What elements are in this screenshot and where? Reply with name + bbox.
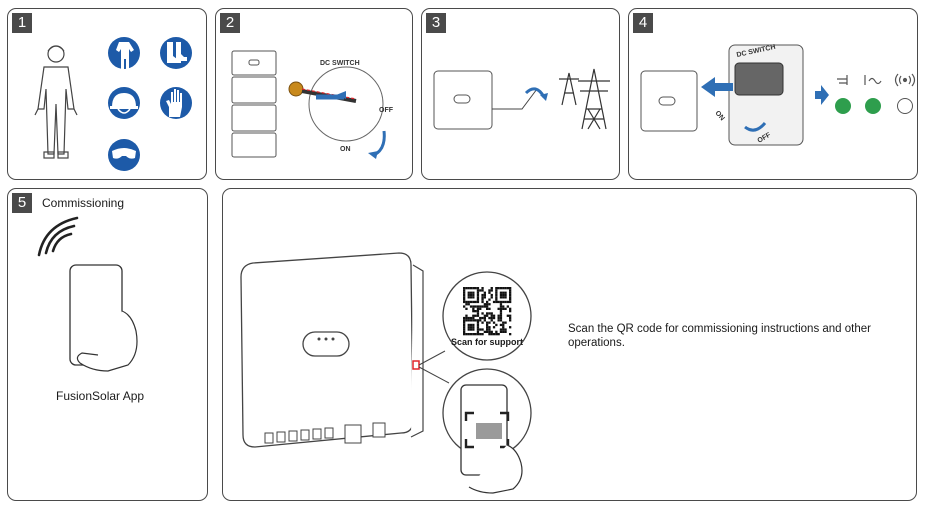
safety-boots-icon: [160, 37, 192, 69]
led-grid-green: [865, 98, 881, 114]
step-number: 2: [220, 13, 240, 33]
inverter-icon: [433, 70, 493, 130]
step-number: 1: [12, 13, 32, 33]
goggles-icon: [108, 139, 140, 171]
protective-suit-icon: [108, 37, 140, 69]
led-pv-green: [835, 98, 851, 114]
inverter-icon: [240, 252, 424, 448]
step-1-panel: 1: [7, 8, 207, 180]
grid-indicator-icon: [864, 75, 882, 85]
worker-icon: [34, 45, 78, 159]
hand-icon: [76, 310, 138, 372]
commissioning-title: Commissioning: [42, 196, 125, 210]
step-3-panel: 3: [421, 8, 620, 180]
rotate-arrow-icon: [373, 130, 386, 157]
qr-instructions: Scan the QR code for commissioning instr…: [568, 323, 871, 349]
gloves-icon: [160, 87, 192, 119]
step-number: 4: [633, 13, 653, 33]
pull-arrow-icon: [701, 77, 733, 97]
step-4-panel: 4 DC SWITCH ON OFF: [628, 8, 918, 180]
inverter-icon: [640, 70, 698, 132]
qr-label: Scan for support: [450, 337, 523, 347]
switch-on-label: ON: [713, 110, 725, 123]
step-number: 3: [426, 13, 446, 33]
wifi-icon: [37, 216, 79, 257]
helmet-icon: [108, 87, 140, 119]
transmission-tower-icon: [559, 68, 610, 130]
switch-off-label: OFF: [379, 107, 394, 114]
scan-frame-icon: [464, 411, 510, 449]
ppe-illustration: [34, 37, 192, 171]
double-arrow-icon: [815, 85, 829, 105]
app-name: FusionSolar App: [56, 389, 145, 403]
step-5-panel: 5 Commissioning FusionSolar App: [7, 188, 208, 501]
switch-on-label: ON: [340, 146, 351, 153]
qr-support-panel: Scan for support Scan the QR code for co…: [222, 188, 917, 501]
hand-icon: [468, 444, 523, 494]
dc-switch-illustration: DC SWITCH OFF ON: [231, 50, 394, 159]
comm-indicator-icon: [894, 73, 916, 87]
grid-connection-illustration: [433, 68, 610, 130]
step-2-panel: 2 DC SWITCH OFF ON: [215, 8, 413, 180]
inverter-qr-illustration: [240, 252, 532, 494]
switch-title: DC SWITCH: [320, 60, 360, 67]
app-illustration: [37, 216, 138, 372]
qr-code-icon: [463, 287, 512, 336]
pv-indicator-icon: [837, 75, 848, 85]
qr-placeholder: [476, 423, 502, 439]
switch-on-illustration: DC SWITCH ON OFF: [640, 44, 916, 146]
led-comm-off: [897, 98, 913, 114]
step-number: 5: [12, 193, 32, 213]
battery-stack: [231, 50, 277, 158]
